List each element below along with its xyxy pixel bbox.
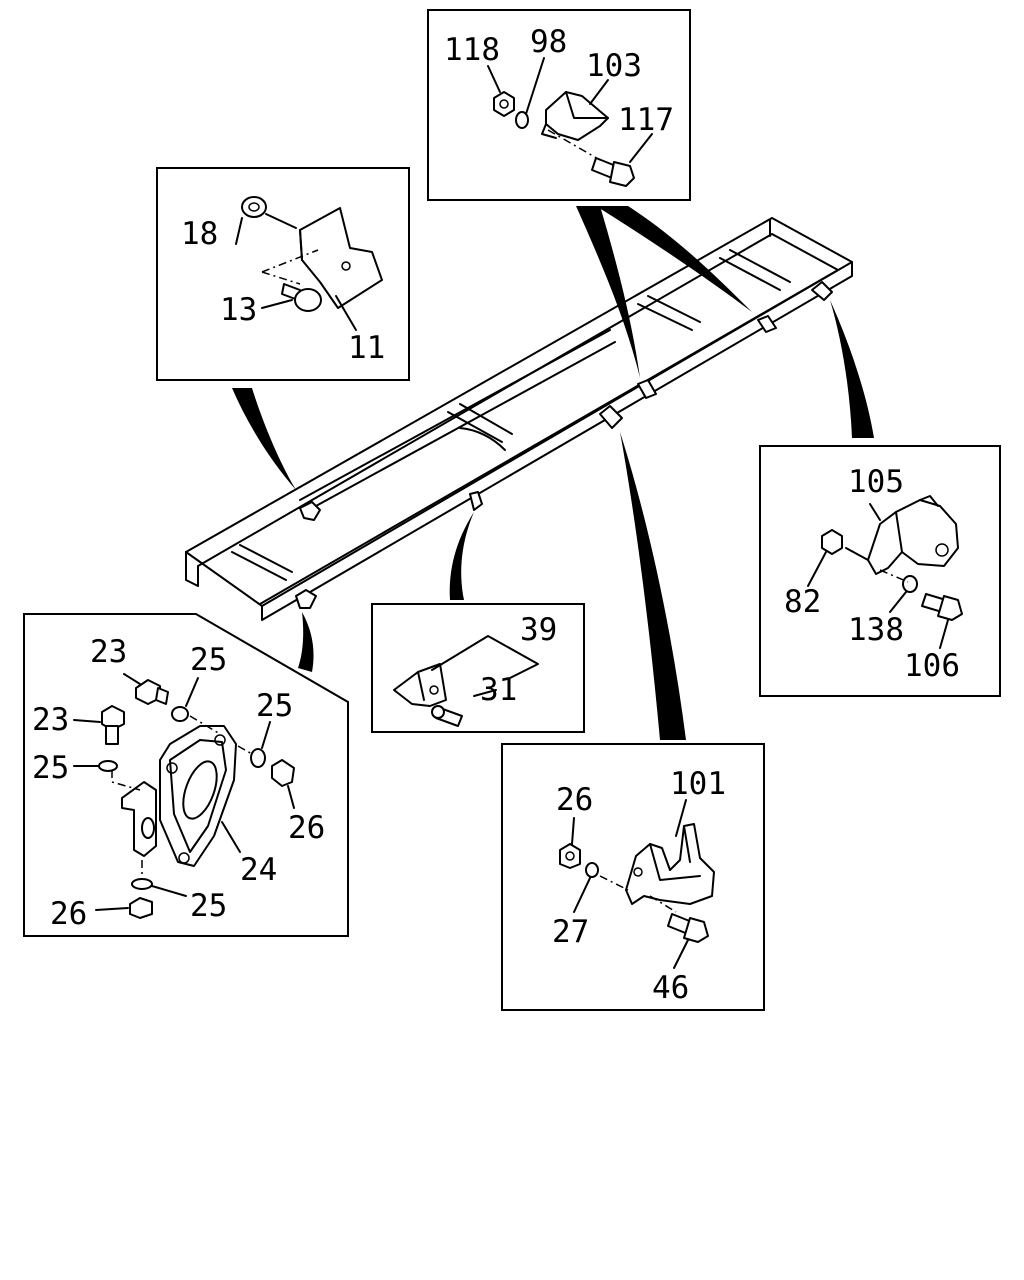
callout-label: 25 [190, 888, 227, 924]
chassis-frame [185, 217, 853, 621]
detail-box-bottom-center: 26 101 27 46 [501, 743, 765, 1011]
callout-label: 23 [32, 702, 69, 738]
callout-label: 27 [552, 914, 589, 950]
callout-label: 106 [904, 648, 960, 684]
callout-wedges [232, 206, 874, 740]
callout-label: 118 [444, 32, 500, 68]
callout-label: 98 [530, 24, 567, 60]
callout-label: 138 [848, 612, 904, 648]
callout-label: 103 [586, 48, 642, 84]
callout-label: 25 [190, 642, 227, 678]
callout-label: 11 [348, 330, 385, 366]
callout-label: 26 [288, 810, 325, 846]
callout-label: 105 [848, 464, 904, 500]
callout-label: 24 [240, 852, 277, 888]
callout-label: 25 [256, 688, 293, 724]
callout-label: 23 [90, 634, 127, 670]
callout-label: 26 [50, 896, 87, 932]
callout-label: 46 [652, 970, 689, 1006]
callout-label: 39 [520, 612, 557, 648]
detail-box-right: 105 82 138 106 [759, 445, 1001, 697]
callout-label: 82 [784, 584, 821, 620]
detail-box-bottom-left: 23 25 25 23 25 26 24 26 25 [23, 613, 349, 937]
callout-label: 117 [618, 102, 674, 138]
callout-label: 26 [556, 782, 593, 818]
detail-box-middle: 39 31 [371, 603, 585, 733]
callout-label: 18 [181, 216, 218, 252]
detail-box-top-center: 118 98 103 117 [427, 9, 691, 201]
callout-label: 31 [480, 672, 517, 708]
callout-label: 25 [32, 750, 69, 786]
callout-label: 101 [670, 766, 726, 802]
detail-box-top-left: 18 13 11 [156, 167, 410, 381]
callout-label: 13 [220, 292, 257, 328]
